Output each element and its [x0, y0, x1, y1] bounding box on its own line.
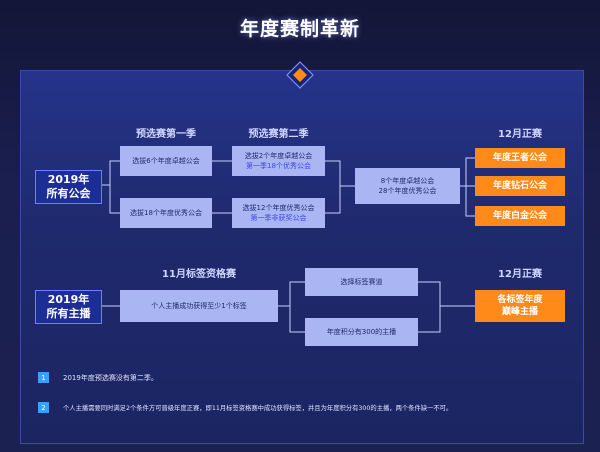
pre1-box-excellent: 选拔6个年度卓越公会	[120, 146, 212, 176]
final-platinum-guild: 年度白金公会	[475, 206, 565, 226]
source2-line2: 所有主播	[46, 307, 91, 320]
note-text: 个人主播需要同时满足2个条件方可晋级年度正赛，即11月标签资格赛中成功获得标签，…	[63, 405, 453, 412]
pre2-box-outstanding-line2: 第一季非获奖公会	[250, 214, 307, 222]
final-peak-line1: 各标签年度	[497, 295, 543, 305]
note-1: 1 2019年度预选赛没有第二季。	[38, 372, 568, 383]
main-panel	[20, 70, 584, 444]
merge-box: 8个年度卓越公会 28个年度优秀公会	[355, 168, 460, 204]
note-text: 2019年度预选赛没有第二季。	[63, 373, 158, 382]
source-line1: 2019年	[47, 173, 90, 186]
diamond-emblem-icon	[286, 61, 314, 89]
header-tag-qualifier: 11月标签资格赛	[162, 269, 236, 280]
pre2-box-excellent: 选拔2个年度卓越公会 第一季18个优秀公会	[232, 146, 325, 176]
pre2-box-excellent-line2: 第一季18个优秀公会	[246, 162, 311, 170]
path-box-points: 年度积分有300的主播	[305, 318, 418, 346]
note-2: 2 个人主播需要同时满足2个条件方可晋级年度正赛，即11月标签资格赛中成功获得标…	[38, 402, 578, 413]
source-line2: 所有公会	[46, 187, 91, 200]
header-final-2: 12月正赛	[498, 269, 542, 280]
final-peak-streamer: 各标签年度 巅峰主播	[475, 290, 565, 322]
note-number-badge: 1	[38, 372, 49, 383]
header-pre-season-1: 预选赛第一季	[136, 129, 196, 140]
page-title: 年度赛制革新	[239, 18, 360, 40]
final-diamond-guild: 年度钻石公会	[475, 176, 565, 196]
pre2-box-outstanding: 选拔12个年度优秀公会 第一季非获奖公会	[232, 198, 325, 228]
header-final-1: 12月正赛	[498, 129, 542, 140]
header-pre-season-2: 预选赛第二季	[248, 129, 309, 140]
path-box-tag-track: 选择标签赛道	[305, 268, 418, 296]
pre2-box-outstanding-line1: 选拔12个年度优秀公会	[242, 204, 315, 212]
merge-box-line1: 8个年度卓越公会	[380, 177, 435, 185]
pre1-box-outstanding: 选拔18个年度优秀公会	[120, 198, 212, 228]
source2-line1: 2019年	[47, 293, 90, 306]
condition-box: 个人主播成功获得至少1个标签	[120, 290, 278, 322]
final-peak-line2: 巅峰主播	[501, 307, 538, 317]
merge-box-line2: 28个年度优秀公会	[378, 187, 437, 195]
note-number-badge: 2	[38, 402, 49, 413]
source-all-guilds: 2019年 所有公会	[35, 170, 102, 204]
final-king-guild: 年度王者公会	[475, 148, 565, 168]
source-all-streamers: 2019年 所有主播	[35, 290, 102, 324]
pre2-box-excellent-line1: 选拔2个年度卓越公会	[244, 152, 313, 160]
